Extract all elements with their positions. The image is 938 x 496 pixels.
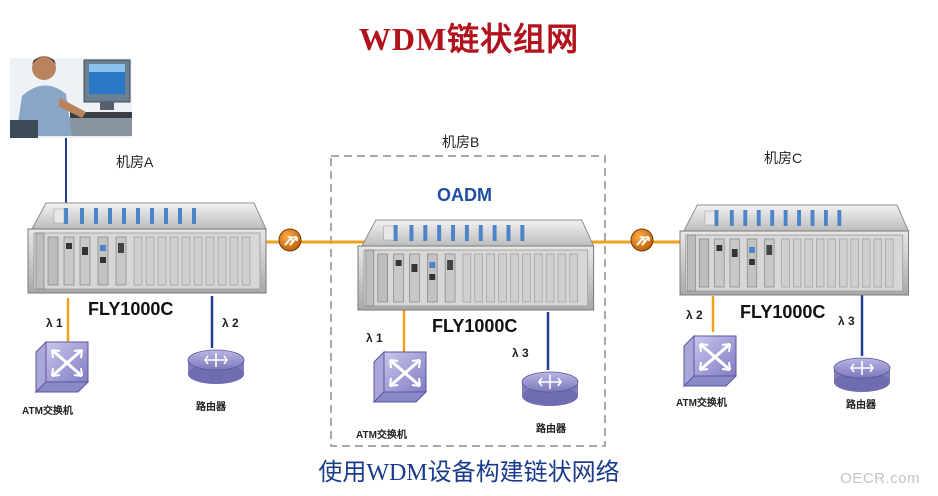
room-b-label: 机房B (442, 134, 480, 150)
device-b-model: FLY1000C (432, 316, 518, 336)
lambda-b-atm: λ 1 (366, 331, 383, 345)
watermark: OECR.com (840, 470, 920, 487)
room-a-label: 机房A (116, 154, 154, 170)
router-icon-b (521, 371, 579, 407)
amplifier-icon-1 (278, 228, 302, 252)
device-a-model: FLY1000C (88, 299, 174, 319)
atm-switch-icon-b (372, 350, 428, 404)
amplifier-icon-2 (630, 228, 654, 252)
device-c-model: FLY1000C (740, 302, 826, 322)
chassis-a (27, 202, 267, 294)
lambda-a-router: λ 2 (222, 316, 239, 330)
oadm-site-boundary (330, 155, 606, 447)
atm-switch-icon-c (682, 334, 738, 388)
atm-switch-a-label: ATM交换机 (22, 406, 73, 417)
room-c-label: 机房C (764, 150, 803, 166)
atm-switch-b-label: ATM交换机 (356, 430, 407, 441)
atm-switch-c-label: ATM交换机 (676, 398, 727, 409)
router-c-label: 路由器 (846, 400, 876, 411)
lambda-c-router: λ 3 (838, 314, 855, 328)
diagram-caption: 使用WDM设备构建链状网络 (318, 460, 620, 486)
oadm-label: OADM (437, 185, 492, 205)
chassis-c (679, 204, 909, 296)
operator-workstation-icon (10, 56, 132, 138)
lambda-a-atm: λ 1 (46, 316, 63, 330)
lambda-c-atm: λ 2 (686, 308, 703, 322)
router-b-label: 路由器 (536, 424, 566, 435)
router-a-label: 路由器 (196, 402, 226, 413)
chassis-b (357, 219, 595, 311)
router-icon-c (833, 357, 891, 393)
lambda-b-router: λ 3 (512, 346, 529, 360)
atm-switch-icon-a (34, 340, 90, 394)
router-icon-a (187, 349, 245, 385)
diagram-title: WDM链状组网 (358, 21, 580, 57)
